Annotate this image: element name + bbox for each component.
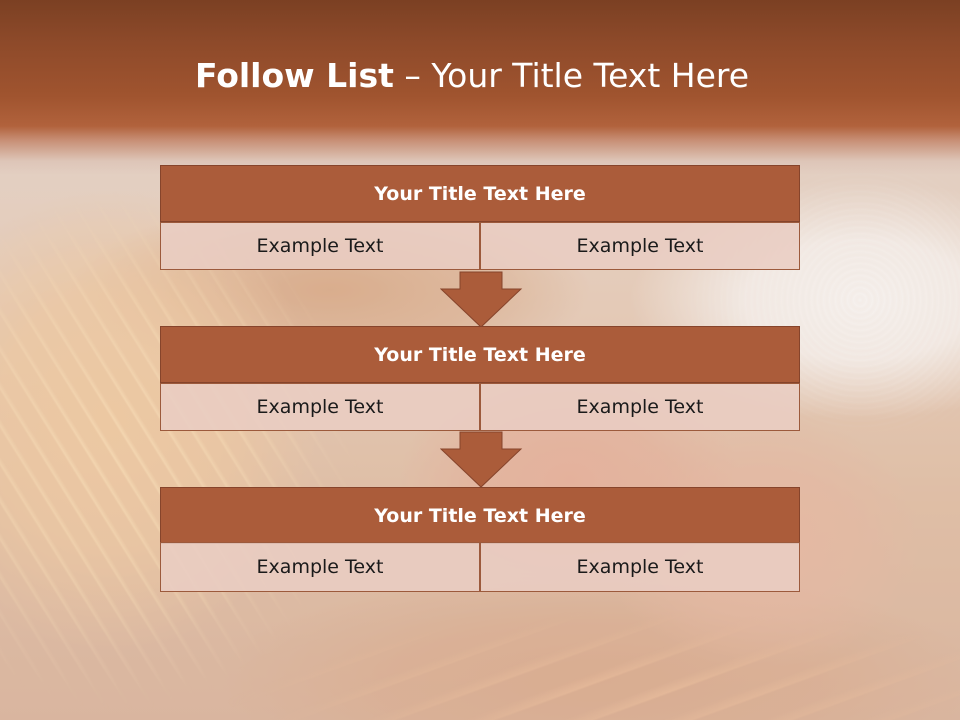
block-cell-left[interactable]: Example Text xyxy=(160,542,480,592)
down-arrow-icon xyxy=(440,431,523,488)
block-cell-right[interactable]: Example Text xyxy=(480,383,800,431)
block-title[interactable]: Your Title Text Here xyxy=(160,165,800,222)
slide-title-bold: Follow List xyxy=(194,56,394,95)
slide-title[interactable]: Follow List – Your Title Text Here xyxy=(0,54,944,98)
block-cell-left[interactable]: Example Text xyxy=(160,222,480,270)
block-cell-left[interactable]: Example Text xyxy=(160,383,480,431)
block-cell-right[interactable]: Example Text xyxy=(480,222,800,270)
block-title[interactable]: Your Title Text Here xyxy=(160,326,800,383)
block-title[interactable]: Your Title Text Here xyxy=(160,487,800,544)
block-cell-right[interactable]: Example Text xyxy=(480,542,800,592)
header-band xyxy=(0,0,960,175)
slide-title-rest: – Your Title Text Here xyxy=(393,56,750,95)
down-arrow-icon xyxy=(440,271,523,328)
